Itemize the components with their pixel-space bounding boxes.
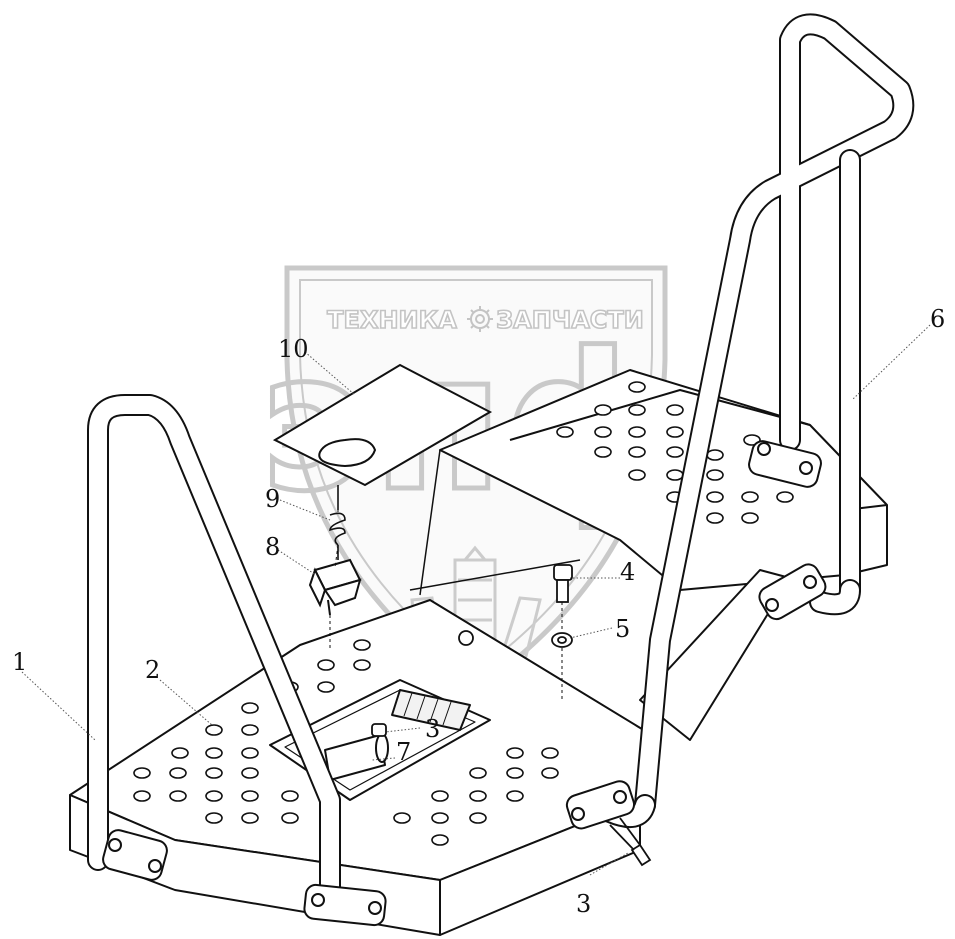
- nut-rear: [458, 630, 474, 646]
- callout-1: 1: [12, 648, 27, 676]
- callout-4: 4: [620, 558, 635, 586]
- callout-6: 6: [930, 305, 945, 333]
- callout-8: 8: [265, 533, 280, 561]
- callout-3-upper: 3: [425, 715, 440, 743]
- right-handrail: [599, 13, 915, 829]
- bolt-4: [553, 564, 573, 603]
- callout-7: 7: [396, 738, 411, 766]
- bolt-3-lower: [609, 817, 652, 867]
- cover-plate-10: [272, 363, 493, 487]
- platform-holes: [133, 639, 559, 846]
- callout-9: 9: [265, 485, 280, 513]
- watermark-text-left: ТЕХНИКА: [327, 306, 457, 334]
- bolt-3-upper: [371, 723, 387, 737]
- left-handrail: [87, 394, 341, 901]
- callout-3-lower: 3: [576, 890, 591, 918]
- callout-5: 5: [615, 615, 630, 643]
- leader-lines: [21, 324, 931, 876]
- mounting-plates: [102, 440, 827, 927]
- callout-10: 10: [278, 335, 309, 363]
- callout-2: 2: [145, 656, 160, 684]
- washer-5: [551, 632, 573, 648]
- watermark-text-right: ЗАПЧАСТИ: [496, 306, 644, 334]
- assembly-lines: [329, 485, 563, 700]
- callout-labels: 1 2 3 3 4 5 6 7 8 9 10: [12, 305, 945, 918]
- latch-bracket-8: [308, 558, 362, 616]
- gear-icon: [467, 306, 493, 332]
